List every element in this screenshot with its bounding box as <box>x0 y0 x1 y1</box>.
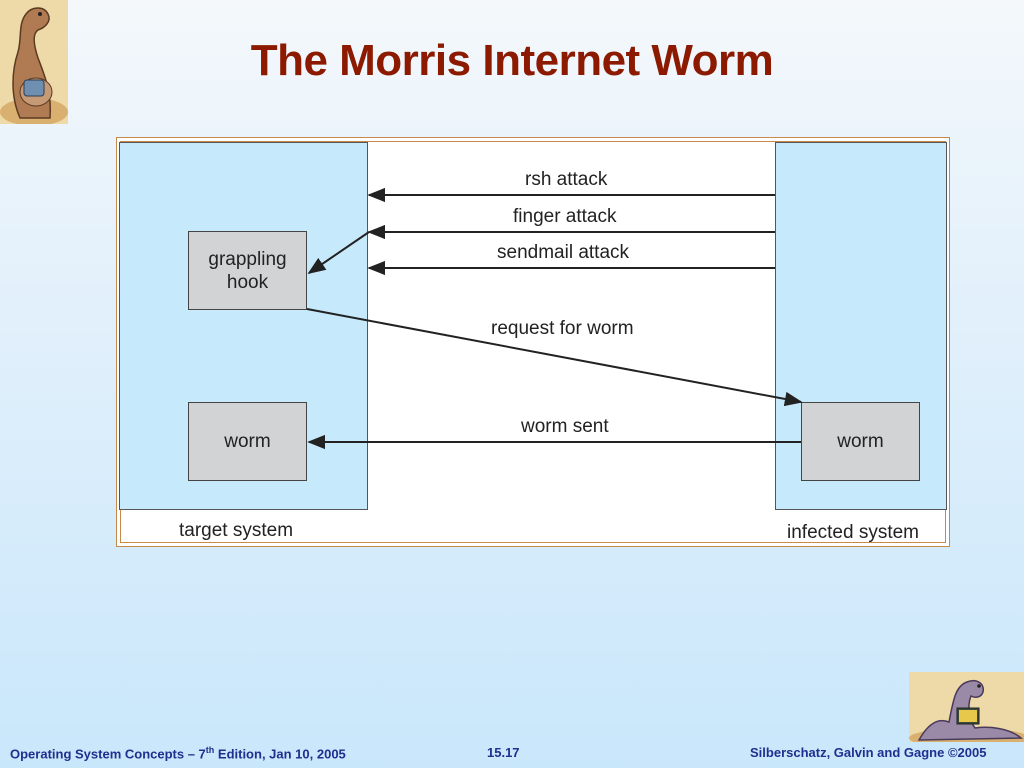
request-for-worm-label: request for worm <box>491 318 634 339</box>
finger-to-hook-arrow <box>307 231 370 275</box>
sendmail-attack-label: sendmail attack <box>497 242 630 263</box>
infected-system-label: infected system <box>787 522 919 543</box>
worm-sent-label: worm sent <box>521 416 609 437</box>
footer-left-suffix: Edition, Jan 10, 2005 <box>214 746 346 762</box>
slide-title: The Morris Internet Worm <box>250 36 774 85</box>
worm-box-target: worm <box>188 402 307 481</box>
worm-box-infected: worm <box>801 402 920 481</box>
footer-copyright: Silberschatz, Galvin and Gagne ©2005 <box>750 745 987 760</box>
dinosaur-laptop-logo-icon <box>909 672 1024 748</box>
finger-attack-label: finger attack <box>513 206 617 227</box>
dinosaur-logo-icon <box>0 0 68 126</box>
grappling-hook-box: grappling hook <box>188 231 307 310</box>
request-for-worm-arrow <box>306 308 803 407</box>
footer-course-title: Operating System Concepts – 7th Edition,… <box>10 745 346 761</box>
rsh-attack-label: rsh attack <box>525 169 608 190</box>
footer-left-sup: th <box>205 745 215 755</box>
footer-left-prefix: Operating System Concepts – 7 <box>10 746 206 762</box>
target-system-label: target system <box>179 520 294 541</box>
footer-slide-number: 15.17 <box>487 745 520 760</box>
